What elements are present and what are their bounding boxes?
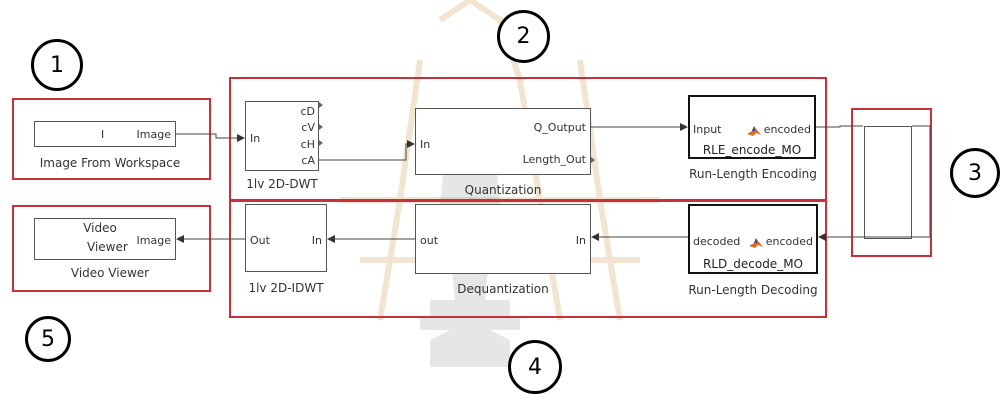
- matlab-function-icon: [749, 234, 763, 248]
- quantization-q-output-port: Q_Output: [533, 121, 586, 134]
- video-viewer-block[interactable]: Video Viewer Image: [34, 218, 176, 260]
- region-source-highlight: [12, 98, 211, 180]
- rle-function-name: RLE_encode_MO: [702, 143, 802, 157]
- matlab-function-icon: [747, 122, 761, 136]
- rle-input-port: Input: [693, 123, 722, 136]
- rle-caption: Run-Length Encoding: [689, 167, 817, 181]
- rle-encoded-port: encoded: [763, 123, 811, 136]
- image-from-workspace-caption: Image From Workspace: [39, 156, 181, 170]
- dwt-cd-port: cD: [300, 105, 315, 118]
- video-viewer-caption: Video Viewer: [70, 266, 150, 280]
- quantization-block[interactable]: In Q_Output Length_Out: [415, 108, 591, 175]
- dwt-cv-port: cV: [301, 121, 315, 134]
- image-output-port: Image: [136, 128, 171, 141]
- rle-encode-block[interactable]: Input encoded RLE_encode_MO: [688, 95, 816, 159]
- idwt-output-port: Out: [250, 234, 270, 247]
- marker-4: 4: [508, 340, 562, 394]
- region-viewer-highlight: [12, 205, 211, 292]
- idwt-block[interactable]: Out In: [245, 204, 327, 272]
- dequantization-output-port: out: [420, 234, 439, 247]
- rld-encoded-port: encoded: [765, 235, 813, 248]
- idwt-caption: 1lv 2D-IDWT: [248, 281, 324, 295]
- dwt-caption: 1lv 2D-DWT: [246, 177, 318, 191]
- marker-3: 3: [950, 148, 1000, 198]
- rld-decode-block[interactable]: decoded encoded RLD_decode_MO: [688, 204, 818, 274]
- dwt-block[interactable]: In cD cV cH cA: [245, 101, 319, 171]
- dwt-input-port: In: [250, 132, 261, 145]
- video-viewer-name-line2: Viewer: [87, 240, 128, 254]
- image-from-workspace-block[interactable]: I Image: [34, 121, 176, 147]
- video-viewer-image-port: Image: [136, 234, 171, 247]
- rld-decoded-port: decoded: [693, 235, 741, 248]
- marker-2: 2: [497, 10, 550, 63]
- dwt-ch-port: cH: [300, 138, 315, 151]
- quantization-caption: Quantization: [464, 183, 542, 197]
- region-decompression-highlight: [229, 200, 827, 318]
- marker-5: 5: [25, 316, 71, 362]
- rld-caption: Run-Length Decoding: [688, 283, 818, 297]
- dwt-ca-port: cA: [301, 154, 315, 167]
- image-variable-label: I: [101, 128, 105, 141]
- marker-1: 1: [31, 39, 83, 91]
- channel-block[interactable]: [864, 126, 912, 239]
- video-viewer-name-line1: Video: [83, 221, 117, 235]
- dequantization-input-port: In: [575, 234, 586, 247]
- rld-function-name: RLD_decode_MO: [702, 257, 803, 271]
- quantization-length-out-port: Length_Out: [522, 153, 586, 166]
- idwt-input-port: In: [311, 234, 322, 247]
- dequantization-caption: Dequantization: [457, 282, 549, 296]
- dequantization-block[interactable]: out In: [415, 204, 591, 274]
- quantization-input-port: In: [420, 138, 431, 151]
